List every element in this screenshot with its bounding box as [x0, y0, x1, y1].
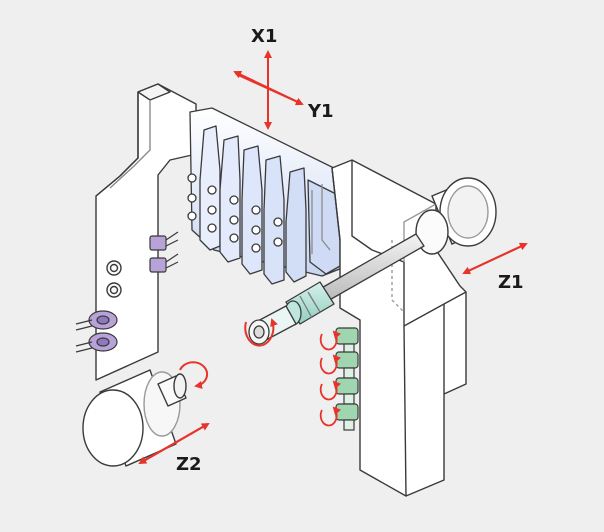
purple-tool-holders: [75, 231, 179, 353]
live-tool-1: [319, 327, 359, 355]
live-tool-4: [319, 403, 359, 431]
live-tool-2: [319, 351, 359, 379]
sub-spindle-rotation-arrow: [179, 361, 209, 389]
spindle-rotation-arrow: [244, 318, 278, 347]
gang-tools-comb: [187, 107, 343, 285]
live-tool-3: [319, 377, 359, 405]
y1-label: Y1: [307, 101, 334, 122]
x1-label: X1: [251, 26, 277, 47]
sub-spindle: [82, 369, 187, 467]
z1-label: Z1: [498, 272, 524, 293]
x1-y1-axes: X1 Y1: [233, 26, 334, 130]
z2-label: Z2: [176, 454, 202, 475]
z2-axis: Z2: [138, 423, 210, 475]
live-tools: [319, 327, 359, 431]
z1-axis: Z1: [462, 242, 528, 293]
plate-hole-bottom: [106, 282, 122, 298]
y1-arrow-back: [233, 70, 301, 104]
plate-hole-top: [106, 260, 122, 276]
main-spindle: [248, 233, 425, 345]
z1-motor: [415, 177, 497, 255]
